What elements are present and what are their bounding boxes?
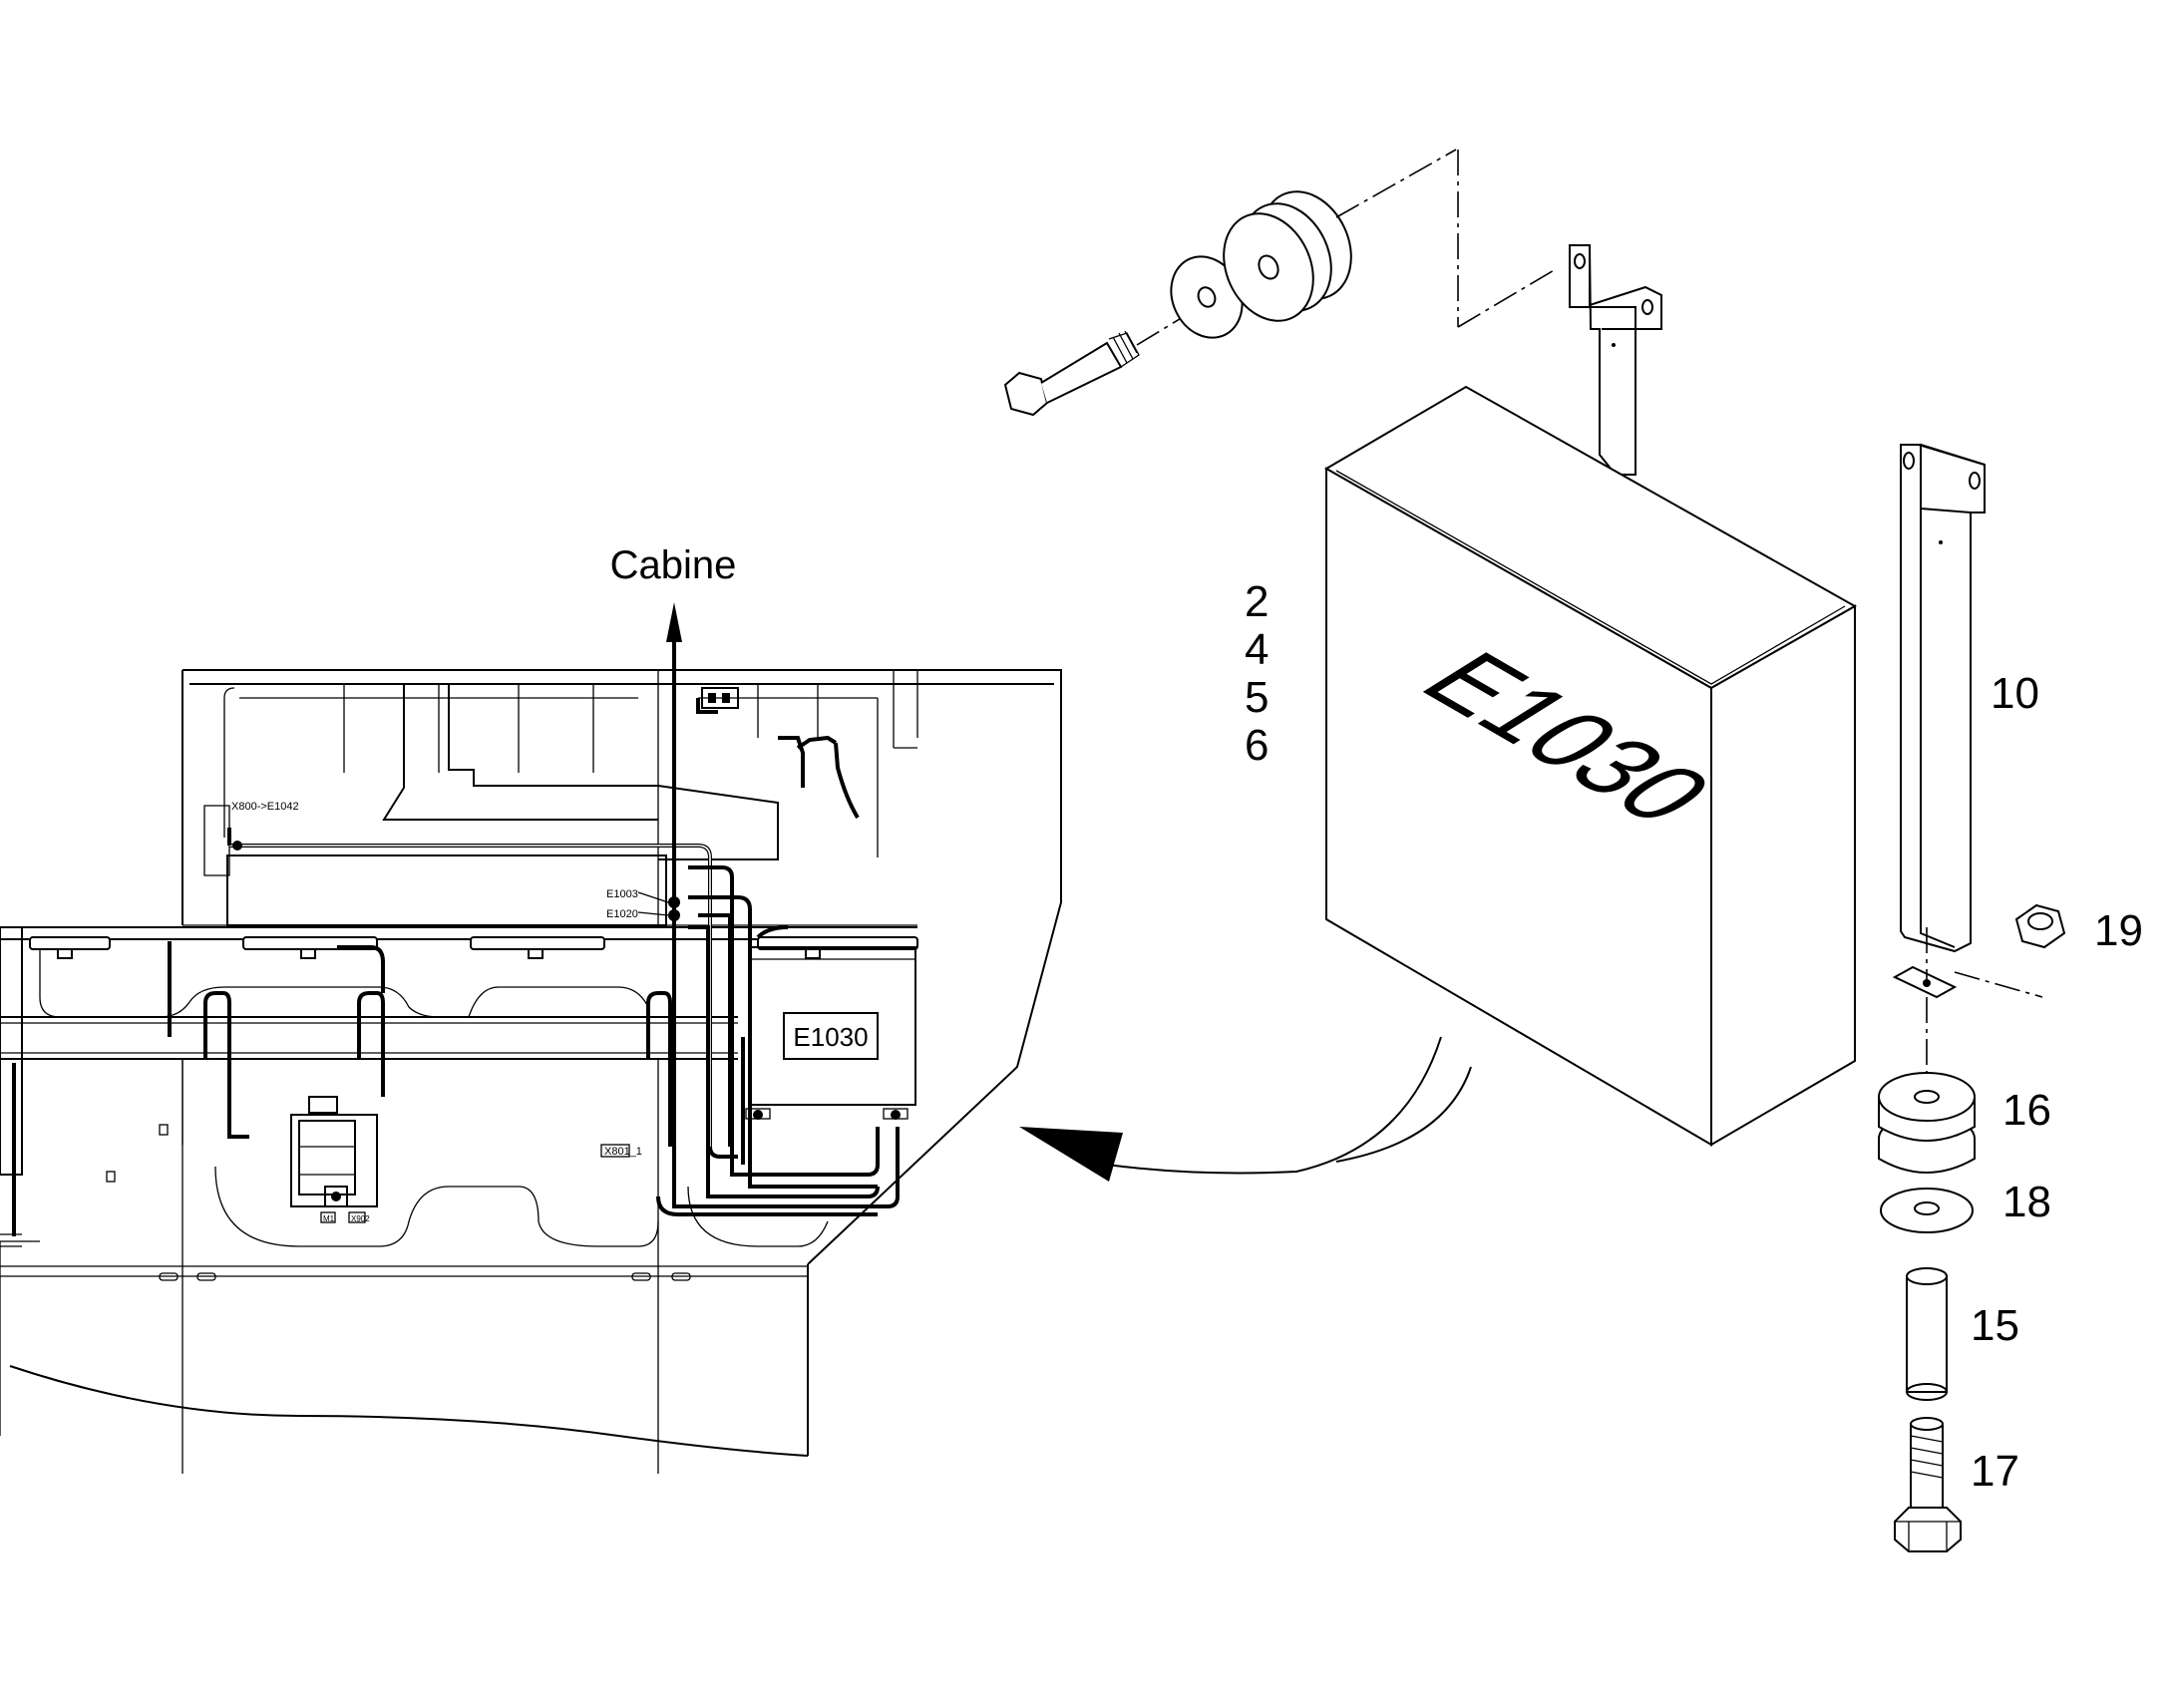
part-numbers: 2 4 5 6 10 19 16 18 15 17 [1245,577,2143,1496]
side-bracket-and-mounts [1878,444,2066,1552]
installation-arrow [1019,1036,1472,1182]
exploded-e1030-box: E1030 [1324,244,1858,1147]
harness-labels: X800->E1042 E1003 E1020 X801_1 M1 X902 [231,801,642,1223]
part-number-19: 19 [2094,906,2143,955]
installed-e1030-box: E1030 [745,946,916,1120]
top-fasteners [1003,149,1557,417]
part-number-15: 15 [1971,1301,2019,1350]
part-number-4: 4 [1245,625,1269,674]
x902-label: X902 [351,1214,370,1223]
e1003-label: E1003 [606,888,638,900]
part-number-10: 10 [1991,669,2039,718]
m1-label: M1 [323,1214,335,1223]
part-number-18: 18 [2002,1178,2051,1226]
x800-label: X800->E1042 [231,801,299,813]
part-number-17: 17 [1971,1447,2019,1496]
part-number-2: 2 [1245,577,1269,626]
mounting-rails [29,936,918,959]
vehicle-body [0,669,1062,1474]
x801-label: X801_1 [604,1146,642,1158]
part-number-6: 6 [1245,721,1269,770]
wiring-harness [12,602,900,1236]
e1020-label: E1020 [606,908,638,920]
part-number-16: 16 [2002,1086,2051,1135]
air-dryer-unit [290,1096,378,1223]
cabine-label: Cabine [610,543,737,587]
part-number-5: 5 [1245,673,1269,722]
installed-box-label: E1030 [793,1022,868,1052]
